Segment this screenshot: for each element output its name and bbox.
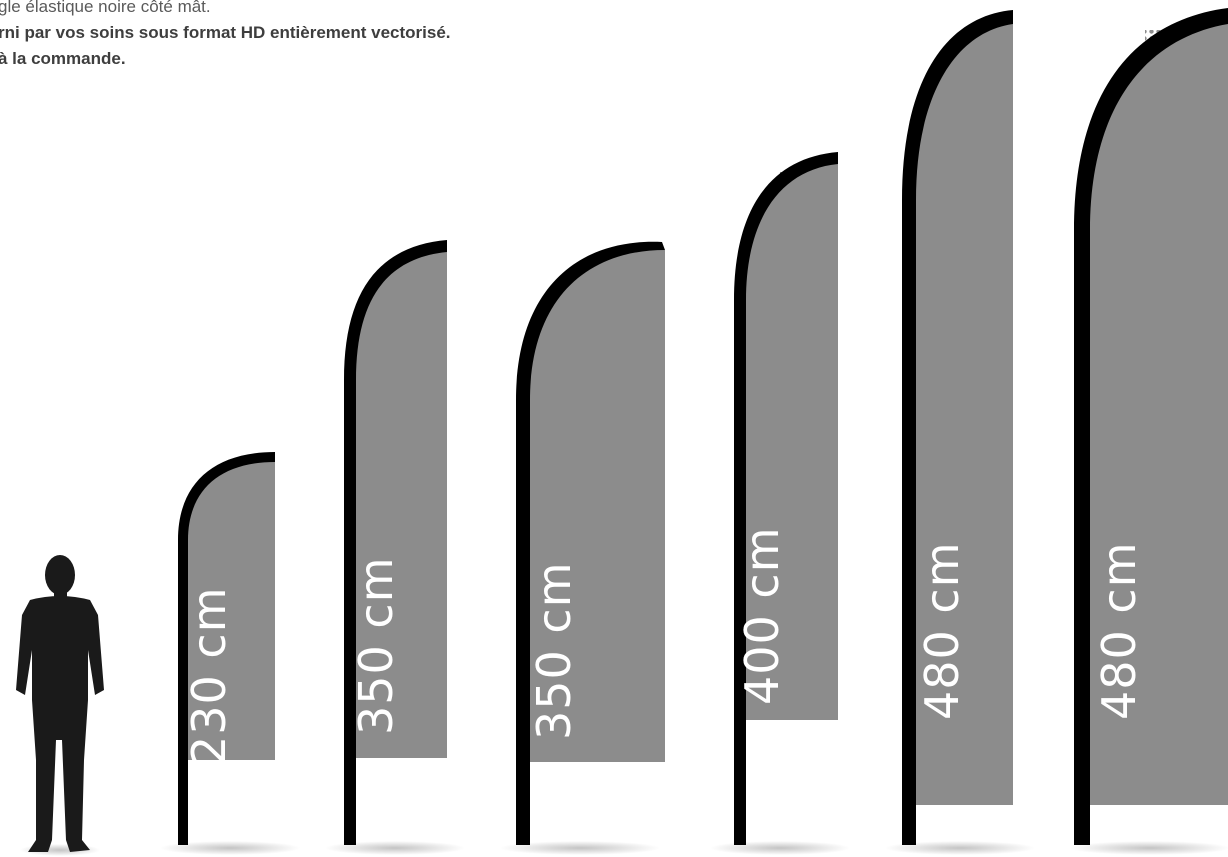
intro-line-2: rni par vos soins sous format HD entière… xyxy=(0,23,451,42)
flag-480-b: 480 cm xyxy=(1070,8,1228,855)
flag-label-350-a: 350 cm xyxy=(349,556,403,735)
intro-line-1: gle élastique noire côté mât. xyxy=(0,0,211,16)
flag-label-480-a: 480 cm xyxy=(915,541,969,720)
flag-230: 230 cm xyxy=(160,452,300,855)
flag-480-a: 480 cm xyxy=(885,10,1035,855)
intro-text: gle élastique noire côté mât. rni par vo… xyxy=(0,0,451,72)
person-silhouette-icon xyxy=(16,555,104,856)
flag-label-400: 400 cm xyxy=(735,526,789,705)
intro-line-3: à la commande. xyxy=(0,49,126,68)
flag-label-230: 230 cm xyxy=(182,586,236,765)
flag-label-480-b: 480 cm xyxy=(1092,541,1146,720)
flag-350-a: 350 cm xyxy=(325,240,465,855)
flag-label-350-b: 350 cm xyxy=(527,561,581,740)
flag-350-b: 350 cm xyxy=(500,241,665,855)
flag-400: 400 cm xyxy=(710,152,850,855)
